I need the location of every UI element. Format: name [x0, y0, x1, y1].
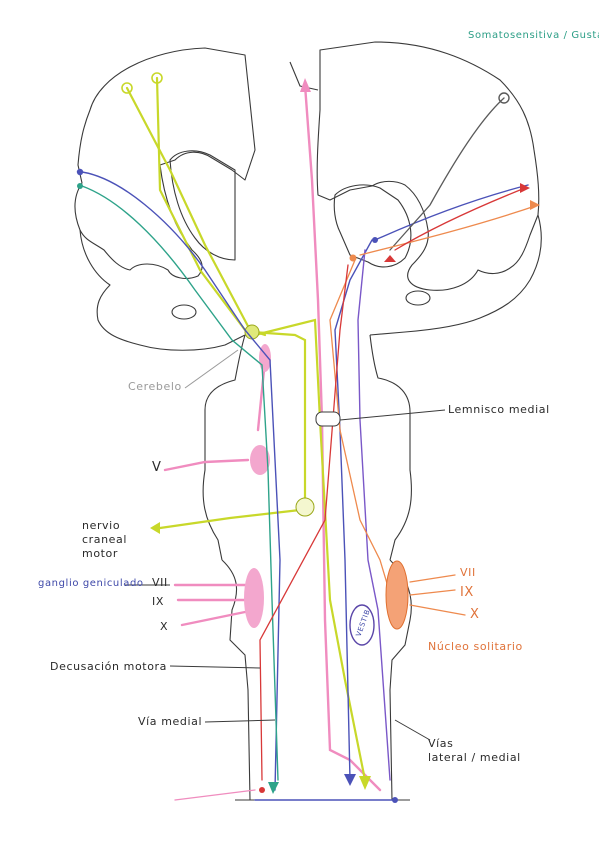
red-arrow-right: [520, 183, 530, 193]
label-v: V: [152, 460, 162, 475]
leader-via-medial: [204, 719, 276, 723]
blue-arrow-right-bottom: [344, 774, 356, 786]
pink-nucleus-v: [250, 445, 270, 475]
pink-input-bottom: [174, 789, 256, 801]
label-vias: Vías: [428, 737, 454, 750]
yellow-node-top-left: [121, 82, 133, 94]
orange-vii-input: [409, 574, 456, 583]
teal-node-left: [77, 183, 83, 189]
red-node-bottom: [259, 787, 265, 793]
lemnisco-marker: [315, 411, 341, 427]
left-hemisphere-outline: [74, 47, 256, 279]
label-nervio: nervio: [82, 519, 121, 532]
diagram-title: Somatosensitiva / Gustativa: [468, 30, 599, 41]
label-lemnisco-medial: Lemnisco medial: [448, 403, 550, 416]
blue-left-path: [81, 171, 281, 791]
right-hemisphere-outline: [316, 41, 540, 291]
label-motor: motor: [82, 547, 119, 560]
inner-cavity-right: [333, 184, 412, 268]
nucleo-solitario-shape: [385, 560, 409, 630]
orange-arrowhead-right: [530, 200, 540, 210]
yellow-arrow-motor: [150, 522, 160, 534]
leader-decusacion: [169, 665, 261, 669]
pink-arrowhead-top: [300, 78, 311, 92]
medulla-left: [221, 559, 251, 801]
orange-descending: [329, 259, 396, 611]
gray-node-top-right: [498, 92, 510, 104]
label-craneal: craneal: [82, 533, 128, 546]
blue-node-right: [372, 237, 378, 243]
orange-ix-input: [409, 589, 456, 596]
label-decusacion-motora: Decusación motora: [50, 660, 167, 673]
label-ganglio-geniculado: ganglio geniculado: [38, 578, 144, 589]
label-vii-left: VII: [152, 576, 168, 589]
orange-x-input: [409, 604, 466, 616]
label-nucleo-solitario: Núcleo solitario: [428, 640, 523, 653]
yellow-node-motor: [295, 497, 315, 517]
leader-lines: [125, 349, 446, 741]
orange-right-upper: [359, 204, 539, 256]
yellow-motor-out: [158, 508, 302, 530]
leader-vias: [394, 719, 431, 741]
pink-v-input: [163, 458, 250, 472]
blue-node-bottom: [392, 797, 398, 803]
red-descending: [259, 264, 349, 781]
blue-arrow-left-bottom: [268, 782, 279, 794]
midbrain-right: [369, 334, 412, 561]
orange-node: [349, 254, 357, 262]
yellow-node-top-right: [151, 72, 163, 84]
gray-right-upper: [389, 97, 505, 251]
yellow-left-descending-1: [125, 86, 267, 337]
right-pathways: [174, 97, 539, 801]
brain-outline: [74, 41, 542, 801]
teal-left-path: [81, 185, 279, 781]
label-x-right: X: [470, 607, 480, 622]
right-bump: [405, 290, 431, 306]
yellow-descending-main: [250, 330, 307, 507]
purple-right-path: [357, 249, 391, 781]
blue-upper-right: [374, 184, 529, 241]
midbrain-outline: [202, 334, 246, 561]
red-right-upper: [394, 187, 526, 251]
inner-cavity-left: [169, 150, 236, 261]
label-vii-right: VII: [460, 566, 476, 579]
label-cerebelo: Cerebelo: [128, 380, 182, 393]
label-lateral-medial: lateral / medial: [428, 751, 521, 764]
left-hemisphere-lower: [79, 229, 246, 351]
leader-cerebelo: [184, 349, 239, 389]
pink-nucleus-lower: [244, 568, 264, 628]
pink-x-input: [180, 610, 247, 627]
blue-pathways: [81, 171, 529, 801]
yellow-left-descending-2: [155, 76, 247, 332]
label-ix-right: IX: [460, 585, 474, 600]
vestib-oval: [349, 604, 375, 646]
label-x-left: X: [160, 620, 169, 633]
label-ix-left: IX: [152, 595, 164, 608]
leader-lemnisco: [339, 409, 446, 421]
blue-node-left: [76, 168, 84, 176]
right-top-notch: [289, 61, 319, 91]
red-node-right: [384, 255, 396, 262]
label-via-medial: Vía medial: [138, 715, 203, 728]
yellow-arrow-bottom: [359, 776, 371, 790]
left-bump: [171, 304, 197, 320]
blue-right-path: [334, 239, 373, 781]
pink-ascending-path: [303, 83, 382, 792]
right-hemisphere-lower: [369, 214, 542, 336]
